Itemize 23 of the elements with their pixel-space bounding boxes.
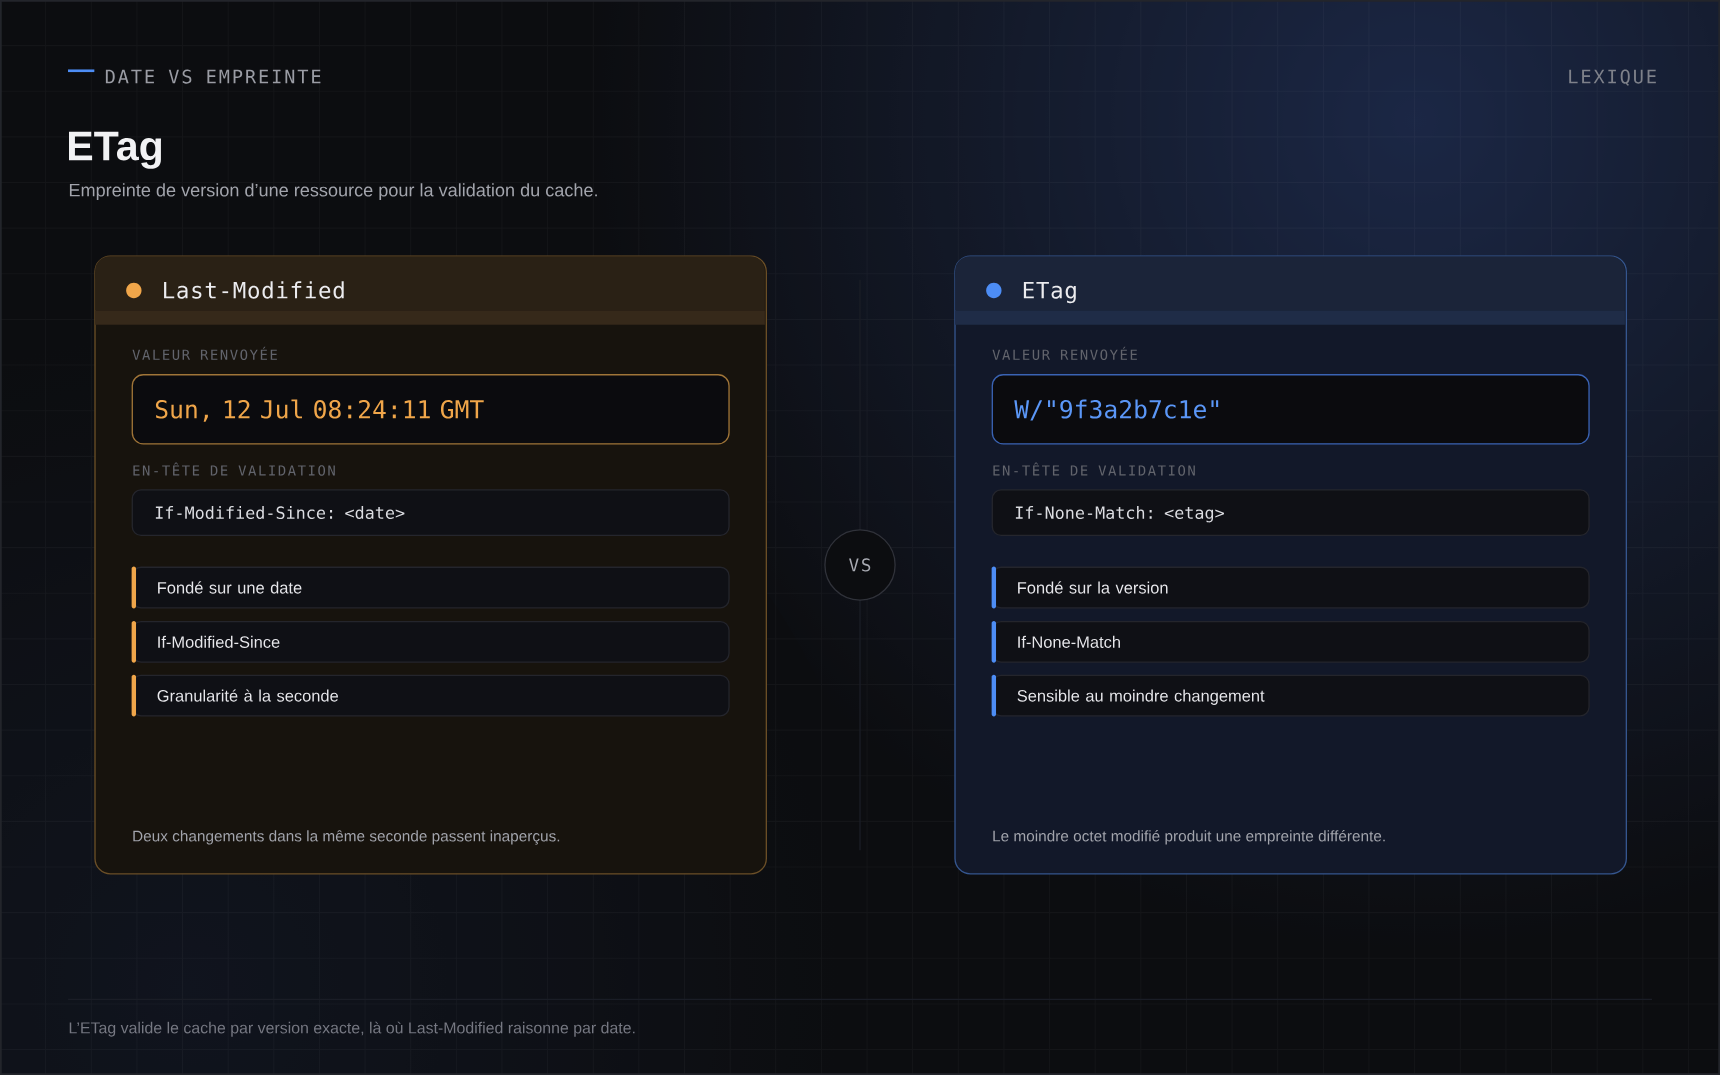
section-label: LEXIQUE bbox=[1569, 69, 1656, 86]
card-title: ETag bbox=[1023, 281, 1076, 304]
footnote: L’ETag valide le cache par version exacte, là où Last-Modified raisonne par date. bbox=[69, 1021, 635, 1037]
code-box: If-Modified-Since: <date> bbox=[131, 489, 730, 537]
page-title: ETag bbox=[69, 131, 162, 169]
field-label: VALEUR RENVOYÉE bbox=[992, 346, 1137, 360]
subtitle: Empreinte de version d’une ressource pour la validation du cache. bbox=[69, 183, 597, 201]
list-item: Granularité à la seconde bbox=[131, 674, 730, 717]
card-title: Last-Modified bbox=[164, 281, 344, 299]
list-item: Fondé sur la version bbox=[991, 566, 1590, 609]
eyebrow-label: DATE VS EMPREINTE bbox=[105, 69, 321, 84]
card-note: Deux changements dans la même seconde passent inaperçus. bbox=[133, 830, 560, 845]
field-label: EN-TÊTE DE VALIDATION bbox=[133, 462, 335, 476]
value-box: W/"9f3a2b7c1e" bbox=[991, 374, 1590, 445]
list-item: If-None-Match bbox=[991, 620, 1590, 663]
code-box: If-None-Match: <etag> bbox=[991, 489, 1590, 537]
list-item: If-Modified-Since bbox=[131, 620, 730, 663]
field-label: EN-TÊTE DE VALIDATION bbox=[993, 462, 1195, 476]
card-note: Le moindre octet modifié produit une empreinte différente. bbox=[993, 830, 1385, 845]
list-item: Fondé sur une date bbox=[131, 566, 730, 609]
field-label: VALEUR RENVOYÉE bbox=[132, 346, 277, 360]
list-item: Sensible au moindre changement bbox=[991, 674, 1590, 717]
value-box: Sun, 12 Jul 08:24:11 GMT bbox=[131, 374, 730, 445]
